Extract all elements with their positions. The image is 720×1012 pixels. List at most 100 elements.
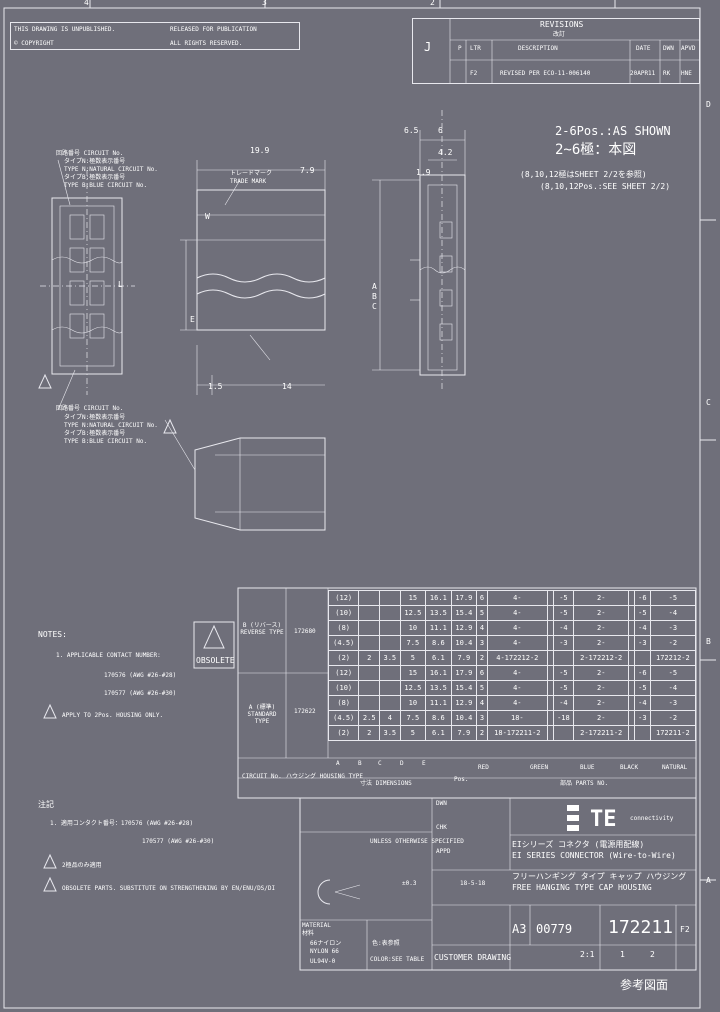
zone-c: C [706,398,711,407]
head-parts: 部品 PARTS NO. [560,780,609,787]
size: A3 [512,922,527,936]
rev-row-date: 20APR11 [630,70,656,77]
zone-4: 4 [84,0,89,7]
type-natural-en: TYPE N:NATURAL CIRCUIT No. [64,166,158,173]
dwn-label: DWN [436,800,447,807]
material-label: MATERIAL [302,922,331,929]
title-jp-1: EIシリーズ コネクタ (電源用配線) [512,840,645,849]
sheet-no: 1 [620,950,625,959]
title-en-1: EI SERIES CONNECTOR (Wire-to-Wire) [512,851,676,860]
unless-otherwise: UNLESS OTHERWISE SPECIFIED [370,838,464,845]
dim-1-5: 1.5 [208,382,223,391]
note-1: 1. APPLICABLE CONTACT NUMBER: [56,652,161,659]
bom-cell: 172211-2 [649,725,697,741]
type-blue-jp: タイプB:極数表示番号 [64,174,126,181]
note-jp-3: OBSOLETE PARTS. SUBSTITUTE ON STRENGTHEN… [62,885,276,892]
title-jp-2: フリーハンギング タイプ キャップ ハウジング [512,872,687,881]
rev-col-date: DATE [636,45,651,52]
company-sub: connectivity [630,815,674,822]
notice-box [10,22,300,50]
circuit-no-top: 回路番号 CIRCUIT No. [56,150,124,157]
scale: 2:1 [580,950,595,959]
head-circuit: CIRCUIT No. [242,773,282,780]
head-black: BLACK [620,764,639,771]
rev-col-dwn: DWN [663,45,674,52]
head-b: B [358,760,362,767]
label-c: C [372,302,377,311]
bom-cell: 2-172211-2 [573,725,630,741]
type-blue-en-2: TYPE B:BLUE CIRCUIT No. [64,438,148,445]
head-e: E [422,760,426,767]
dim-6: 6 [438,126,443,135]
revisions-zone: J [424,40,432,54]
revision: F2 [680,925,690,934]
rights-notice: ALL RIGHTS RESERVED. [170,40,243,47]
trade-mark-jp: トレードマーク [230,170,273,177]
appd-label: APPD [436,848,451,855]
type-natural-en-2: TYPE N:NATURAL CIRCUIT No. [64,422,158,429]
trade-mark-en: TRADE MARK [230,178,267,185]
pn-b: 172680 [294,628,316,635]
rev-col-ltr: LTR [470,45,481,52]
rev-col-apvd: APVD [681,45,696,52]
material-en: NYLON 66 [310,948,339,955]
reference-drawing: 参考図面 [620,978,669,992]
finish-jp: 色:表参照 [372,940,400,947]
copyright-notice: © COPYRIGHT [14,40,54,47]
rev-row-dwn: RK [663,70,671,77]
rev-row-ltr: F2 [470,70,478,77]
head-blue: BLUE [580,764,595,771]
dim-4-2: 4.2 [438,148,453,157]
customer-drawing: CUSTOMER DRAWING [434,953,512,962]
shown-en: 2-6Pos.:AS SHOWN [555,124,671,138]
bom-cell: (8) [327,695,360,711]
note-jp-2: 2極品のみ適用 [62,862,102,869]
head-green: GREEN [530,764,549,771]
ul-rating: UL94V-0 [310,958,336,965]
obsolete-label: OBSOLETE [196,656,235,665]
zone-3: 3 [262,0,267,7]
zone-b: B [706,637,711,646]
drawing-number: 172211 [608,917,674,938]
finish-en: COLOR:SEE TABLE [370,956,425,963]
head-pos: Pos. [454,776,469,783]
note-1b: 170577 (AWG #26-#30) [104,690,177,697]
dim-1-9: 1.9 [416,168,431,177]
type-blue-en: TYPE B:BLUE CIRCUIT No. [64,182,148,189]
notes-title: NOTES: [38,630,67,639]
dim-14: 14 [282,382,292,391]
company-logo: TE [590,807,617,832]
bom-cell: 18-172211-2 [486,725,548,741]
type-blue-jp-2: タイプB:極数表示番号 [64,430,126,437]
rev-col-p: P [458,45,462,52]
release-notice: RELEASED FOR PUBLICATION [170,26,257,33]
zone-a: A [706,876,711,885]
note-1a: 170576 (AWG #26-#28) [104,672,177,679]
note-jp-1: 1. 適用コンタクト番号：170576 (AWG #26-#28) [50,820,194,827]
pn-a: 172622 [294,708,316,715]
bom-cell: 7.9 [450,725,478,741]
rev-row-apvd: HNE [681,70,692,77]
unpublished-notice: THIS DRAWING IS UNPUBLISHED. [14,26,116,33]
bom-cell: (2) [327,725,360,741]
head-natural: NATURAL [662,764,688,771]
bom-grid [238,588,696,779]
bom-cell: 10.4 [450,710,478,726]
see-sheet-en: (8,10,12Pos.:SEE SHEET 2/2) [540,182,671,191]
label-b: B [372,292,377,301]
cage-code: 00779 [536,922,573,936]
shown-jp: 2~6極：本図 [555,142,637,158]
a-group-label: A (標準) STANDARD TYPE [247,704,277,725]
dim-6-5: 6.5 [404,126,419,135]
tolerance: ±0.3 [402,880,417,887]
head-dims: 寸法 DIMENSIONS [360,780,412,787]
sheet-of: 2 [650,950,655,959]
